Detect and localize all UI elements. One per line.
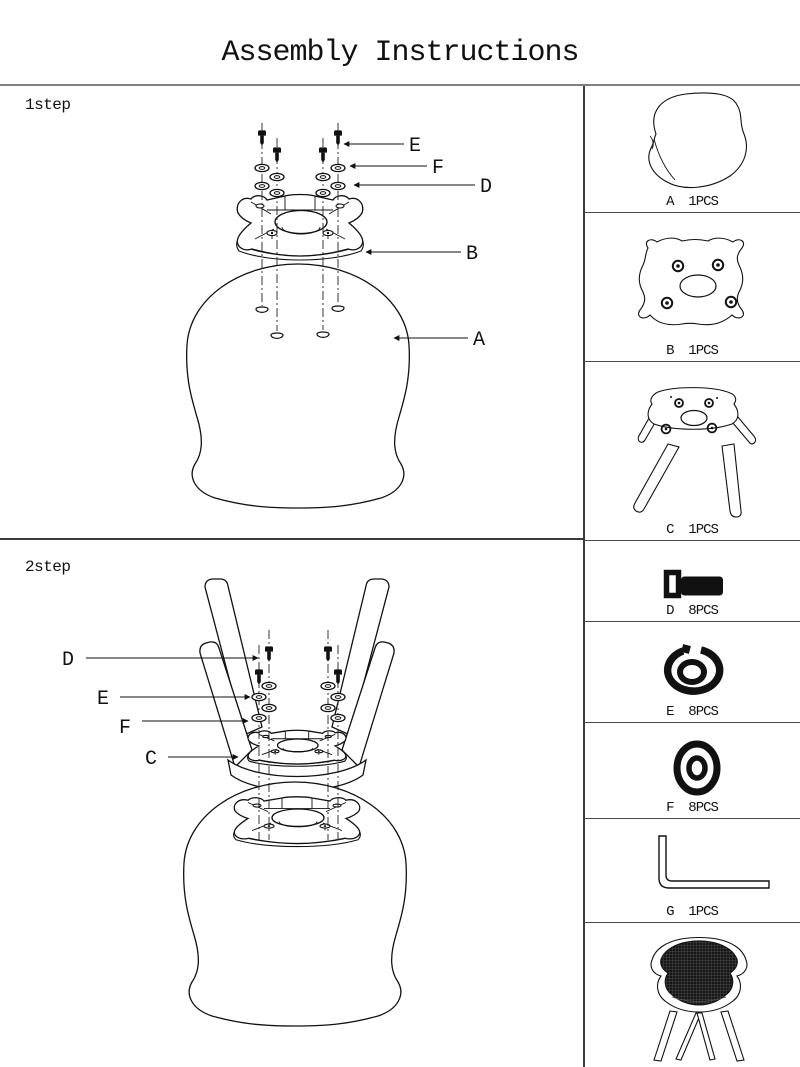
part-d-label: D 8PCS xyxy=(666,603,719,619)
part-e-label: E 8PCS xyxy=(666,704,719,720)
callout-a-step1: A xyxy=(473,329,485,352)
bracket-mounted-on-seat xyxy=(233,796,361,848)
part-cell-f: F 8PCS xyxy=(584,723,800,819)
step2-diagram: D E F C xyxy=(62,578,407,1027)
callout-c-step2: C xyxy=(145,748,157,771)
finished-chair-image xyxy=(650,936,748,1062)
leg-plate-bracket xyxy=(247,729,347,767)
step1-label: 1step xyxy=(25,96,71,114)
part-e-thumbnail xyxy=(663,644,724,695)
page-title: Assembly Instructions xyxy=(221,36,579,70)
part-d-thumbnail xyxy=(663,569,723,599)
part-cell-e: E 8PCS xyxy=(584,622,800,723)
callout-f-step1: F xyxy=(432,157,444,180)
step2-label: 2step xyxy=(25,558,71,576)
callout-d-step1: D xyxy=(480,176,492,199)
part-cell-a: A 1PCS xyxy=(584,86,800,213)
sidebar-divider xyxy=(583,86,585,1067)
part-cell-d: D 8PCS xyxy=(584,541,800,622)
part-cell-b: B 1PCS xyxy=(584,213,800,362)
washers-step1 xyxy=(254,163,346,198)
callout-leaders-step1 xyxy=(343,141,475,341)
step-divider xyxy=(0,538,583,540)
callout-d-step2: D xyxy=(62,649,74,672)
part-f-thumbnail xyxy=(673,740,721,796)
bolts-step2 xyxy=(255,646,342,685)
seat-outline-step1 xyxy=(186,263,410,509)
bolts-step1 xyxy=(258,130,342,163)
part-b-thumbnail xyxy=(638,237,745,326)
part-b-label: B 1PCS xyxy=(666,343,719,359)
part-c-thumbnail xyxy=(633,387,757,518)
callout-f-step2: F xyxy=(119,717,131,740)
part-cell-g: G 1PCS xyxy=(584,819,800,923)
part-c-label: C 1PCS xyxy=(666,522,719,538)
center-lines-step1 xyxy=(261,123,339,331)
title-divider xyxy=(0,84,800,86)
part-f-label: F 8PCS xyxy=(666,800,719,816)
part-a-label: A 1PCS xyxy=(666,194,719,210)
seat-outline-step2 xyxy=(183,781,407,1027)
part-cell-c: C 1PCS xyxy=(584,362,800,541)
bracket-side-view xyxy=(236,193,364,261)
callout-leaders-step2 xyxy=(86,655,259,760)
callout-e-step2: E xyxy=(97,688,109,711)
part-g-thumbnail xyxy=(658,835,770,889)
finished-chair-cell xyxy=(584,923,800,1067)
callout-b-step1: B xyxy=(466,243,478,266)
part-g-label: G 1PCS xyxy=(666,904,719,920)
washers-step2 xyxy=(251,681,346,723)
callout-e-step1: E xyxy=(409,135,421,158)
center-lines-step2 xyxy=(258,630,339,840)
part-a-thumbnail xyxy=(648,92,748,189)
step1-diagram: E F D B A xyxy=(186,123,492,509)
